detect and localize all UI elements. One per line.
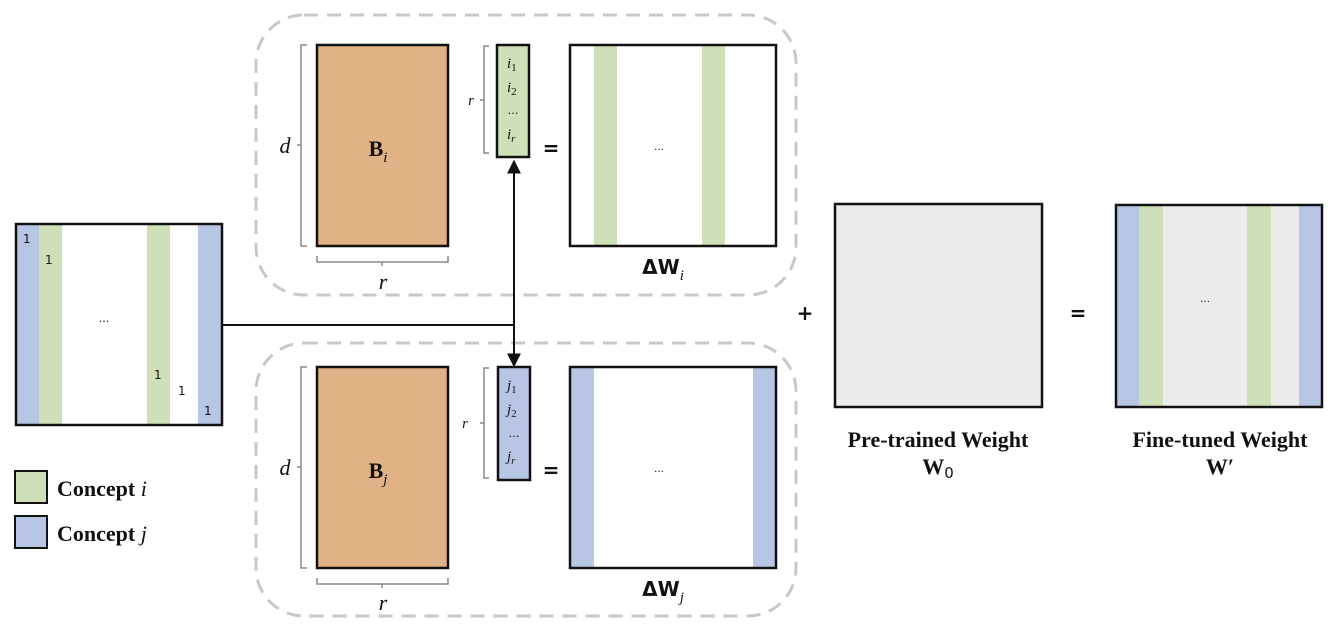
finetuned-symbol: W′ [1206, 454, 1234, 479]
finetuned-ellipsis: … [1200, 294, 1210, 305]
pretrained-symbol: W0 [922, 454, 954, 482]
vector-i-entry: i2 [507, 80, 517, 98]
legend: Concept i Concept j [14, 470, 147, 549]
legend-label-concept-j: Concept j [57, 521, 147, 546]
matrix-b-j [315, 365, 450, 570]
selector-ellipsis: … [99, 312, 110, 325]
delta-w-i-column [702, 45, 725, 246]
pretrained-weight: Pre-trained Weight W0 [833, 202, 1044, 482]
selector-one: 1 [45, 253, 53, 267]
selector-column-j-left [16, 224, 39, 425]
delta-w-i-ellipsis: … [654, 142, 664, 153]
group-box-concept-j [254, 341, 798, 618]
pretrained-title: Pre-trained Weight [848, 427, 1029, 452]
matrix-b-j-label: Bj [369, 458, 388, 488]
equals-sign-final: = [1070, 301, 1087, 325]
delta-w-i-label: ΔWi [642, 255, 684, 284]
selector-one: 1 [154, 368, 162, 382]
bracket-d-j [297, 366, 307, 569]
dim-r-side-label: r [462, 416, 468, 432]
legend-swatch-concept-i [14, 470, 48, 504]
delta-w-j-column [571, 367, 594, 568]
group-box-concept-i [254, 13, 798, 297]
bracket-r-bottom-i [316, 256, 449, 266]
vector-j [496, 365, 532, 482]
dim-d-label: d [280, 455, 292, 480]
finetuned-column-j [1299, 205, 1322, 407]
finetuned-column-i [1247, 205, 1271, 407]
delta-w-j-label: ΔWj [642, 577, 684, 606]
vector-i-entry: ir [507, 127, 516, 145]
delta-w-j-ellipsis: … [654, 464, 664, 475]
matrix-delta-w-i [568, 43, 778, 248]
finetuned-column-i [1139, 205, 1163, 407]
selector-column-i-right [147, 224, 170, 425]
bracket-r-side-j [480, 367, 489, 479]
matrix-b-i-label: Bi [369, 136, 388, 166]
finetuned-column-j [1116, 205, 1139, 407]
vector-j-entry: jr [505, 449, 516, 467]
vector-j-entry: … [509, 427, 520, 440]
finetuned-title: Fine-tuned Weight [1132, 427, 1308, 452]
vector-i [495, 43, 531, 159]
legend-label-concept-i: Concept i [57, 476, 147, 501]
branch-i: d Bi r r i1 i2 … ir = … ΔWi [280, 43, 778, 294]
equals-sign-i: = [543, 136, 560, 160]
selector-one: 1 [178, 384, 186, 398]
dim-r-label: r [379, 590, 388, 615]
legend-swatch-concept-j [14, 515, 48, 549]
dim-r-label: r [379, 269, 388, 294]
selector-matrix: 1 1 1 1 1 … [14, 222, 224, 427]
matrix-w-prime [1114, 203, 1324, 409]
bracket-r-side-i [480, 45, 489, 154]
plus-sign: + [797, 301, 814, 325]
delta-w-i-column [594, 45, 617, 246]
bracket-d-i [297, 44, 307, 247]
branch-j: d Bj r r j1 j2 … jr = … ΔWj [280, 365, 778, 615]
dim-d-label: d [280, 133, 292, 158]
vector-i-entry: i1 [507, 56, 517, 74]
selector-column-i-left [39, 224, 62, 425]
bracket-r-bottom-j [316, 578, 449, 588]
selector-one: 1 [23, 232, 31, 246]
vector-j-entry: j2 [505, 402, 517, 420]
vector-i-entry: … [508, 104, 519, 117]
equals-sign-j: = [543, 458, 560, 482]
selector-column-j-right [198, 224, 221, 425]
matrix-w0 [833, 202, 1044, 409]
matrix-delta-w-j [568, 365, 778, 570]
vector-j-entry: j1 [505, 378, 517, 396]
matrix-b-i [315, 43, 450, 248]
selector-one: 1 [204, 404, 212, 418]
finetuned-weight: … Fine-tuned Weight W′ [1114, 203, 1324, 479]
dim-r-side-label: r [468, 93, 474, 109]
delta-w-j-column [753, 367, 776, 568]
